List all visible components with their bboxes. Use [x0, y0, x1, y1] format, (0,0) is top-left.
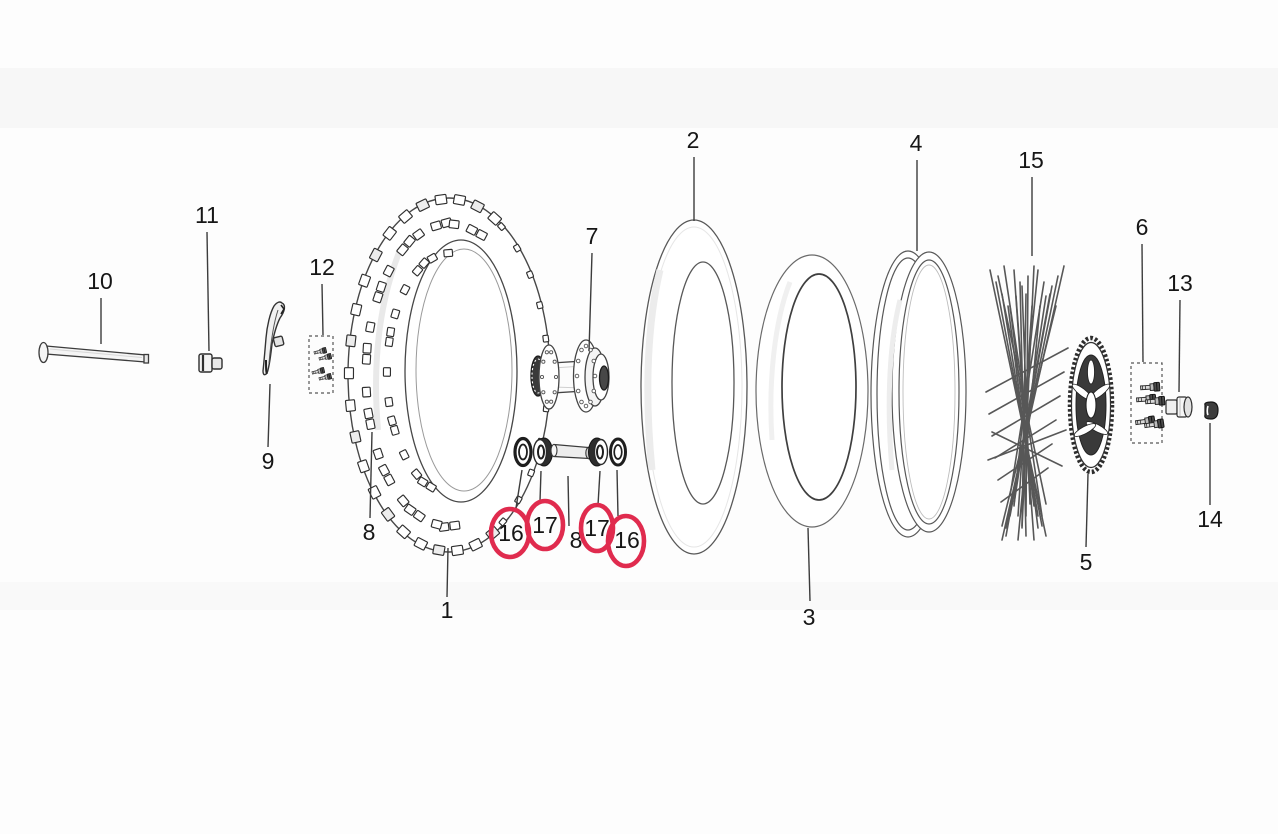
leader-line-axle-bushing [206, 231, 210, 352]
part-label-spoke-set: 15 [1018, 147, 1044, 173]
part-label-bearing-left: 16 [498, 520, 524, 546]
leader-line-hub [588, 252, 593, 352]
leader-line-front-tire [446, 547, 449, 598]
bearing-seal-set-drawing [513, 436, 627, 468]
part-label-sprocket-bolt-kit: 6 [1136, 214, 1149, 240]
part-label-rim: 4 [910, 130, 923, 156]
leader-line-brake-disc [369, 431, 373, 519]
leader-line-bearing-left [515, 469, 523, 509]
background-band [0, 582, 1278, 610]
hub-drawing [530, 339, 610, 413]
rim-drawing [870, 250, 967, 538]
leader-line-axle-adjuster-bolt [1178, 299, 1181, 393]
front-tire-drawing [343, 193, 552, 557]
leader-line-axle-spacer-tube [567, 475, 570, 527]
part-label-front-tire: 1 [441, 597, 454, 623]
part-label-axle-nut: 14 [1197, 506, 1223, 532]
part-label-seal-left: 17 [532, 512, 558, 538]
axle-nut-drawing [1204, 401, 1219, 420]
part-label-brake-disc: 8 [363, 519, 376, 545]
part-label-front-axle: 10 [87, 268, 113, 294]
disc-bolt-kit-drawing [308, 335, 334, 394]
leader-line-seal-left [539, 470, 542, 502]
part-label-seal-right: 17 [584, 515, 610, 541]
leader-line-bearing-right [616, 469, 619, 517]
part-label-sprocket: 5 [1080, 549, 1093, 575]
leader-line-sprocket-bolt-kit [1141, 243, 1144, 363]
part-label-hub: 7 [586, 223, 599, 249]
part-label-disc-bolt-kit: 12 [309, 254, 335, 280]
sprocket-bolt-kit-drawing [1130, 362, 1166, 444]
axle-adjuster-bolt-drawing [1165, 396, 1193, 418]
leader-line-sprocket [1085, 473, 1089, 548]
part-label-caliper-bracket: 9 [262, 448, 275, 474]
inner-tube-drawing [755, 254, 869, 528]
highlight-circle-bearing-right [605, 513, 647, 569]
part-label-inner-tube: 3 [803, 604, 816, 630]
part-label-axle-bushing: 11 [195, 202, 219, 228]
caliper-bracket-drawing [262, 301, 286, 376]
part-label-axle-adjuster-bolt: 13 [1167, 270, 1193, 296]
tire-drawing [640, 219, 748, 555]
part-label-tire: 2 [687, 127, 700, 153]
part-label-bearing-right: 16 [614, 527, 640, 553]
sprocket-drawing [1067, 335, 1115, 475]
front-axle-drawing [38, 341, 150, 364]
highlight-circle-seal-left [524, 498, 566, 552]
axle-bushing-drawing [198, 353, 223, 373]
leader-line-disc-bolt-kit [321, 283, 324, 336]
spoke-set-drawing [985, 265, 1069, 541]
background-band [0, 68, 1278, 128]
leader-line-seal-right [597, 470, 601, 506]
leader-line-caliper-bracket [267, 383, 271, 448]
leader-line-inner-tube [807, 527, 811, 602]
